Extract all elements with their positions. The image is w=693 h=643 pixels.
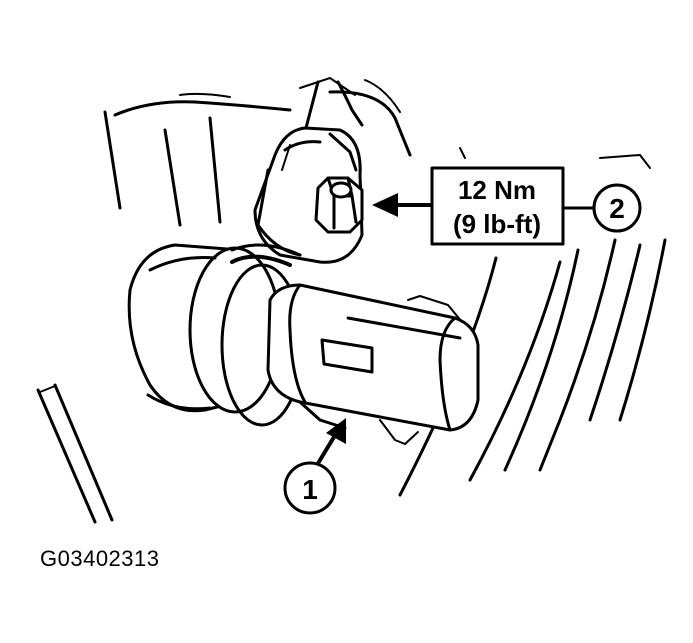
- callout-1-label: 1: [302, 474, 318, 505]
- torque-spec: 12 Nm (9 lb-ft): [372, 166, 565, 246]
- sensor-connector: [266, 283, 480, 445]
- callout-2: 2: [561, 183, 642, 233]
- arrow-up-icon: [326, 418, 346, 444]
- figure-code: G03402313: [40, 546, 160, 571]
- callout-2-label: 2: [609, 193, 625, 224]
- callout-1: 1: [283, 418, 346, 515]
- arrow-left-icon: [372, 193, 398, 217]
- bolt: [314, 176, 364, 234]
- torque-line-1: 12 Nm: [458, 175, 536, 205]
- torque-line-2: (9 lb-ft): [453, 209, 541, 239]
- engine-background-lines: [36, 77, 667, 524]
- sensor-housing: [127, 243, 304, 427]
